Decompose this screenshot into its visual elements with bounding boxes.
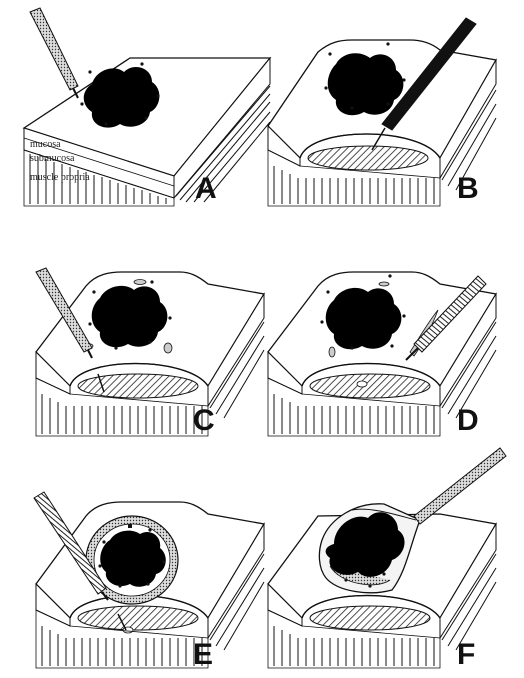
panel-b: B — [268, 18, 496, 206]
exposed-muscle-bed — [310, 606, 430, 630]
submucosal-cushion — [78, 606, 198, 630]
panel-letter-d: D — [457, 404, 479, 437]
panel-letter-e: E — [193, 638, 213, 671]
panel-a: mucosa submucosa muscle propria A — [24, 8, 270, 206]
snare-device — [414, 448, 506, 524]
label-submucosa: submucosa — [30, 153, 75, 164]
panel-e: E — [34, 492, 264, 671]
submucosal-cushion — [308, 146, 428, 170]
panel-d: D — [268, 272, 496, 437]
panel-f: F — [268, 448, 506, 671]
panel-letter-b: B — [457, 172, 479, 205]
needle-knife — [30, 8, 78, 90]
panel-letter-f: F — [457, 638, 475, 671]
submucosal-cushion — [310, 374, 430, 398]
label-muscle-propria: muscle propria — [30, 172, 90, 183]
panel-letter-a: A — [195, 172, 217, 205]
submucosal-cushion — [78, 374, 198, 398]
panel-letter-c: C — [193, 404, 215, 437]
label-mucosa: mucosa — [30, 139, 61, 150]
panel-c: C — [36, 268, 264, 437]
